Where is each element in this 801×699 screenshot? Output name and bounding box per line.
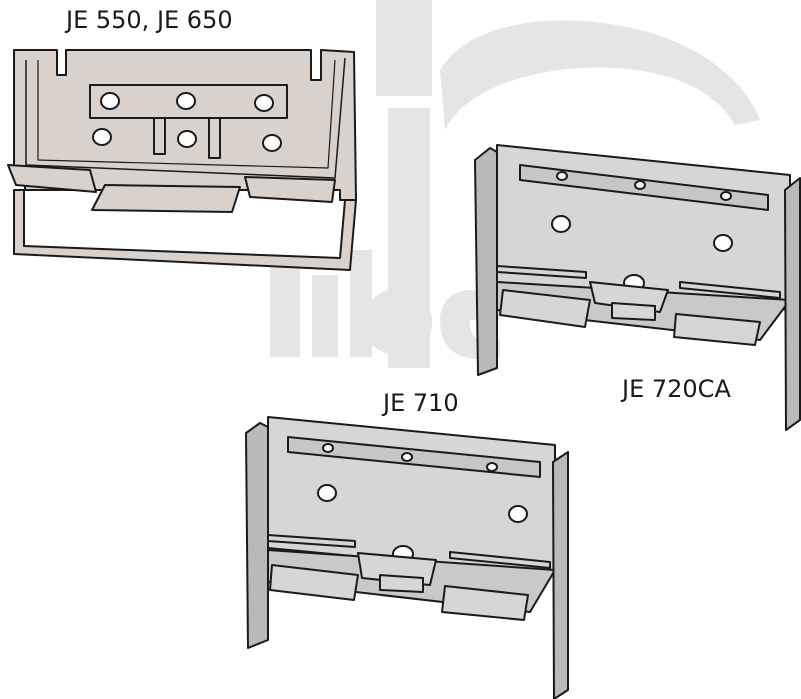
- bracket-je-720ca: [474, 144, 801, 431]
- bracket-je-550-650: [7, 49, 357, 271]
- label-je-710: JE 710: [383, 389, 459, 417]
- label-je-550-650: JE 550, JE 650: [66, 6, 233, 34]
- bracket-je-710: [245, 416, 569, 699]
- watermark-logo: [270, 0, 760, 368]
- label-je-720ca: JE 720CA: [622, 375, 731, 403]
